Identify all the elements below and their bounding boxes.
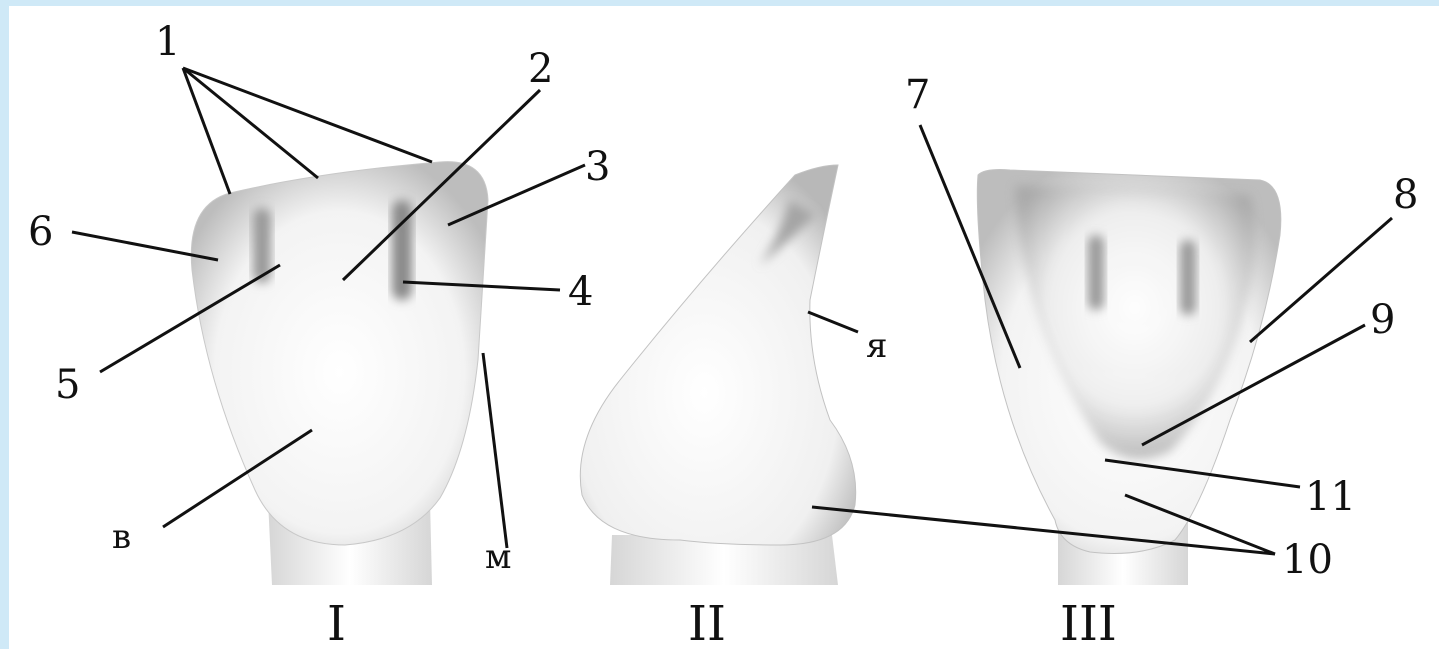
- label-m: м: [485, 537, 511, 577]
- leader-8: [1249, 216, 1393, 344]
- labels: 1 2 3 4 5 6 7 8 9 10 11 в м я: [28, 19, 1418, 583]
- label-4: 4: [568, 269, 593, 315]
- leader-ya: [807, 310, 859, 334]
- view-3-groove-left: [1088, 235, 1104, 310]
- leader-4: [402, 280, 561, 292]
- label-7: 7: [905, 72, 930, 118]
- label-2: 2: [528, 46, 553, 92]
- frame-border-left: [0, 0, 9, 649]
- view-3-lingual: [976, 169, 1282, 585]
- leader-2: [341, 88, 542, 282]
- leader-6: [71, 230, 219, 262]
- view-captions: I II III: [327, 596, 1117, 649]
- view-1-labial: [190, 161, 489, 585]
- leader-v: [162, 428, 313, 529]
- caption-view-1: I: [327, 596, 346, 649]
- view-1-crown: [190, 161, 489, 546]
- leader-m: [481, 352, 509, 549]
- view-1-groove-left: [253, 208, 271, 283]
- leader-1b: [182, 66, 319, 180]
- label-3: 3: [585, 144, 610, 190]
- label-11: 11: [1305, 474, 1356, 520]
- caption-view-3: III: [1060, 596, 1117, 649]
- leader-9: [1141, 323, 1366, 447]
- leader-3: [447, 163, 586, 227]
- leader-lines: [71, 66, 1393, 556]
- leader-10a: [1124, 493, 1276, 556]
- label-6: 6: [28, 209, 53, 255]
- leader-1c: [182, 66, 433, 164]
- leader-7: [918, 124, 1022, 369]
- view-2-crown: [579, 164, 857, 546]
- leader-1a: [181, 67, 232, 195]
- leader-11: [1104, 458, 1301, 489]
- view-1-groove-right: [392, 200, 412, 300]
- view-2-root: [610, 535, 838, 585]
- label-ya: я: [866, 326, 887, 366]
- view-3-groove-right: [1180, 240, 1196, 315]
- frame-border-top: [0, 0, 1439, 6]
- leader-5: [99, 263, 281, 374]
- label-1: 1: [155, 19, 180, 65]
- label-10: 10: [1282, 537, 1333, 583]
- caption-view-2: II: [688, 596, 726, 649]
- leader-10b: [811, 505, 1276, 556]
- view-2-lateral: [579, 164, 857, 585]
- label-8: 8: [1393, 172, 1418, 218]
- label-9: 9: [1370, 297, 1395, 343]
- label-v: в: [112, 517, 131, 557]
- view-2-ridge: [760, 200, 815, 265]
- label-5: 5: [55, 362, 80, 408]
